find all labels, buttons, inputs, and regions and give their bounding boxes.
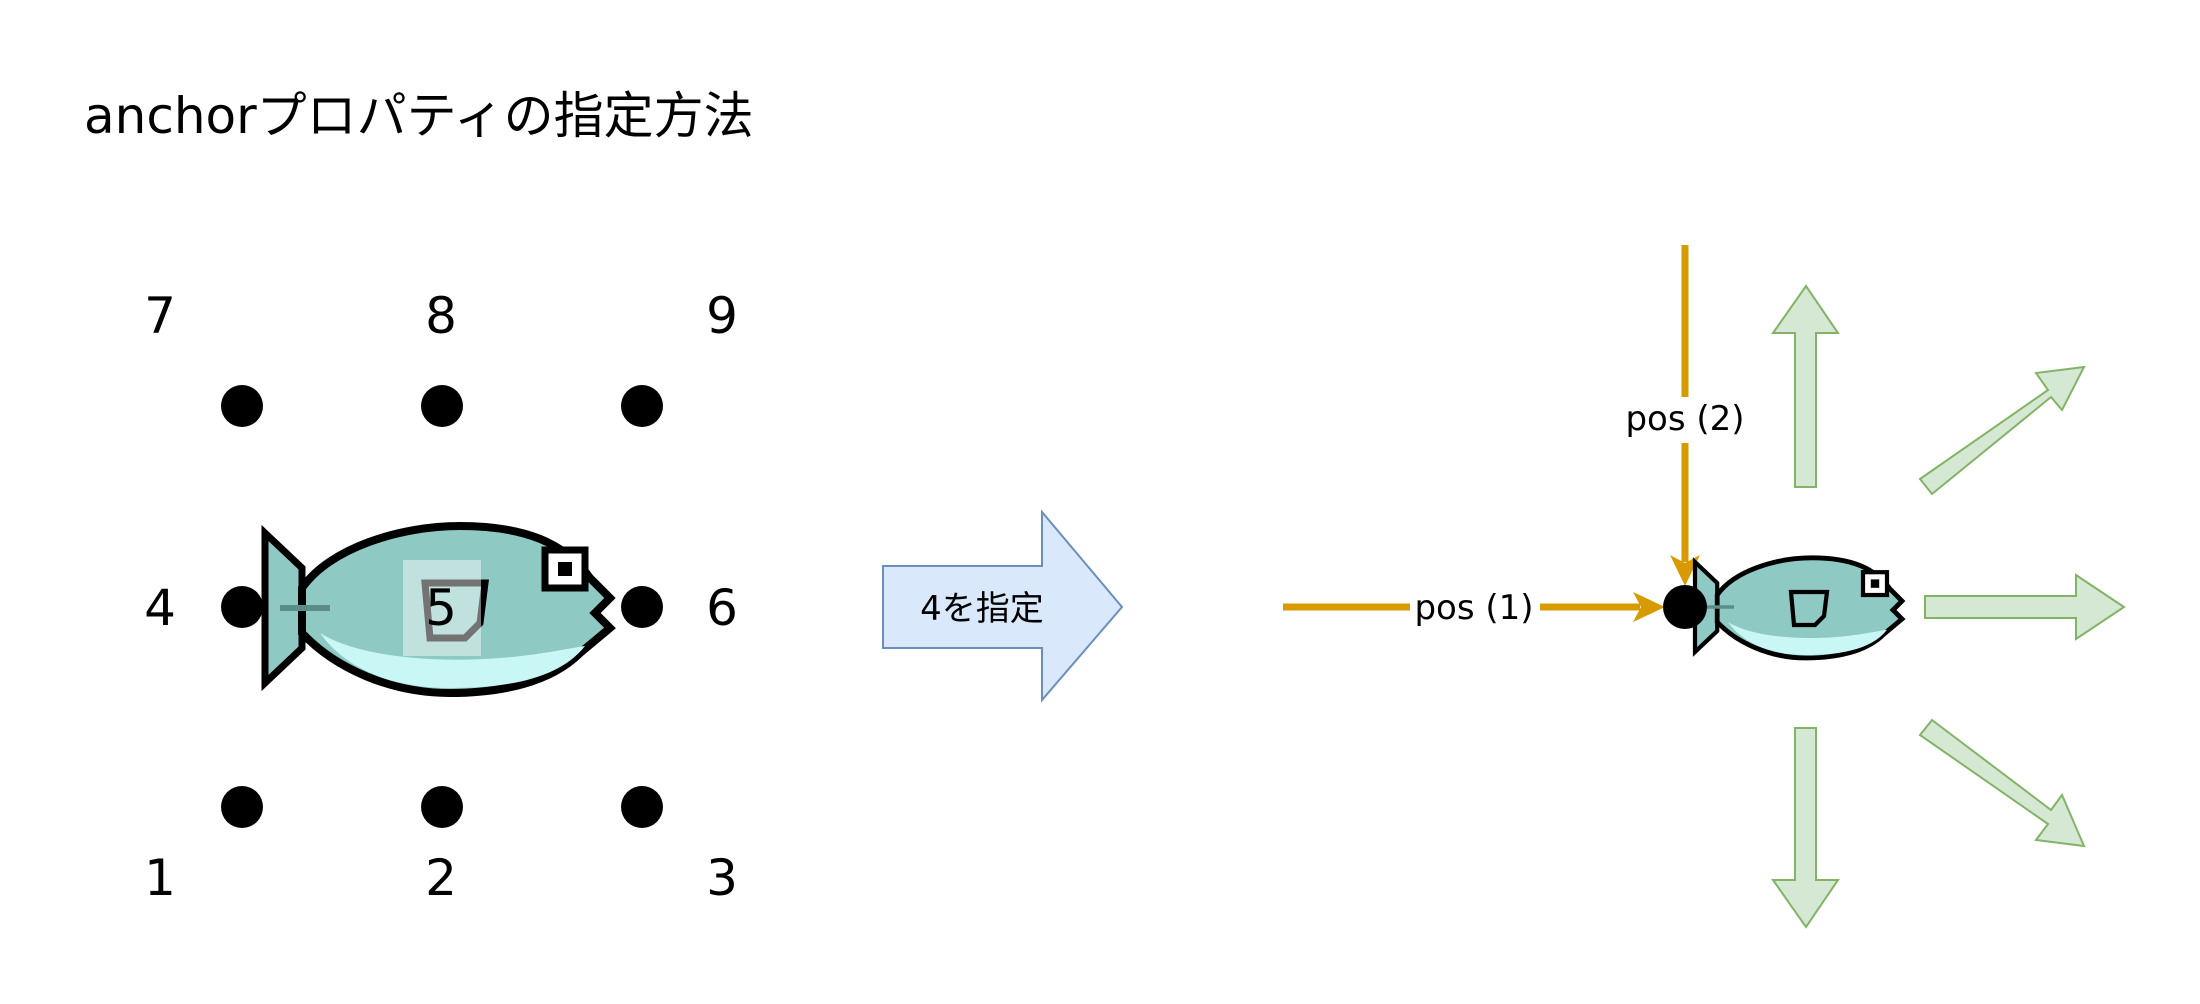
pos2-arrowhead (1670, 555, 1700, 586)
specify-arrow-label: 4を指定 (920, 589, 1044, 629)
anchor-dot-8 (421, 385, 463, 427)
placement-diagram: pos (1) pos (2) (1283, 245, 2126, 929)
anchor-label-9: 9 (706, 287, 738, 345)
anchor-dot-4 (221, 586, 263, 628)
fish-small (1695, 558, 1902, 658)
anchor-label-6: 6 (706, 579, 738, 637)
anchor-dot-2 (421, 786, 463, 828)
anchor-dot-7 (221, 385, 263, 427)
anchor-label-2: 2 (425, 849, 457, 907)
anchor-grid: 7 8 9 4 5 6 1 2 3 (144, 287, 738, 907)
anchor-label-7: 7 (144, 287, 176, 345)
anchor-dot-6 (621, 586, 663, 628)
pos1-label: pos (1) (1414, 588, 1533, 628)
specify-arrow: 4を指定 (882, 509, 1124, 703)
anchor-label-8: 8 (425, 287, 457, 345)
direction-arrow-downright (1918, 718, 2086, 848)
fish-large (265, 526, 610, 693)
anchor-label-1: 1 (144, 849, 176, 907)
page-title: anchorプロパティの指定方法 (84, 87, 754, 145)
anchor-dot-9 (621, 385, 663, 427)
pos2-label: pos (2) (1625, 399, 1744, 439)
pos1-arrowhead (1633, 592, 1665, 622)
anchor-point-dot (1663, 585, 1707, 629)
direction-arrow-upright (1918, 365, 2086, 496)
direction-arrow-down (1771, 727, 1840, 929)
anchor-dot-3 (621, 786, 663, 828)
anchor-label-5: 5 (425, 579, 457, 637)
anchor-dot-1 (221, 786, 263, 828)
anchor-label-3: 3 (706, 849, 738, 907)
anchor-label-4: 4 (144, 579, 176, 637)
direction-arrow-up (1771, 284, 1840, 488)
direction-arrow-right (1924, 573, 2126, 641)
